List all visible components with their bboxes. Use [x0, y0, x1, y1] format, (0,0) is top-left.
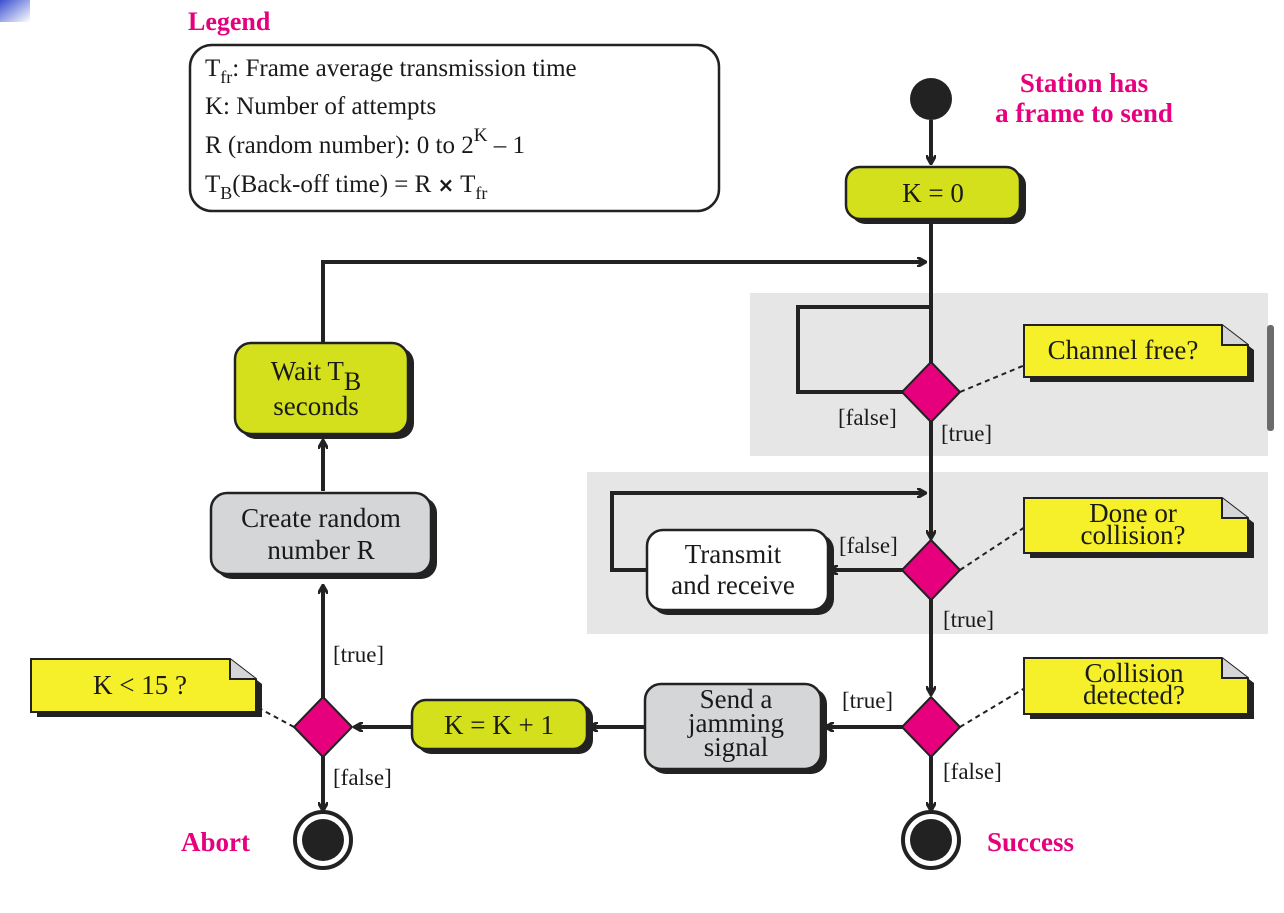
- guard-k-false: [false]: [333, 765, 392, 790]
- note-k-limit: K < 15 ?: [30, 658, 262, 717]
- k-zero-node: [844, 165, 1022, 221]
- wait-node: [233, 341, 410, 436]
- corner-decoration: [0, 0, 30, 22]
- success-label: Success: [987, 827, 1074, 857]
- transmit-label-line1: Transmit: [685, 539, 782, 569]
- guard-done-false: [false]: [839, 533, 898, 558]
- start-label-line1: Station has: [1020, 68, 1148, 98]
- k-zero-label: K = 0: [902, 178, 964, 208]
- guard-k-true: [true]: [333, 642, 384, 667]
- k-inc-node: [410, 698, 589, 751]
- jamming-node: [643, 682, 823, 771]
- random-label-line1: Create random: [241, 503, 401, 533]
- wait-label-line2: seconds: [273, 391, 358, 421]
- guard-collision-false: [false]: [943, 759, 1002, 784]
- collision-detected-decision: [900, 695, 962, 759]
- random-label-line2: number R: [267, 535, 374, 565]
- jamming-label-line2: jamming: [687, 708, 784, 738]
- scrollbar-thumb[interactable]: [1267, 325, 1274, 431]
- abort-end-node: [293, 810, 353, 870]
- done-collision-decision: [900, 538, 962, 602]
- legend-line-tfr: Tfr: Frame average transmission time: [205, 55, 577, 87]
- k-inc-label: K = K + 1: [444, 710, 554, 740]
- legend-box: [188, 43, 721, 213]
- jamming-label-line1: Send a: [700, 684, 773, 714]
- start-node: [910, 78, 952, 120]
- note-channel-free: Channel free?: [1023, 324, 1254, 382]
- success-end-node: [901, 810, 961, 870]
- note-collision-detected: Collision detected?: [1023, 657, 1254, 719]
- channel-free-decision: [900, 360, 962, 424]
- note-done-collision: Done or collision?: [1023, 497, 1254, 558]
- legend-line-k: K: Number of attempts: [205, 93, 436, 120]
- transmit-label-line2: and receive: [671, 570, 795, 600]
- svg-text:collision?: collision?: [1081, 520, 1186, 550]
- abort-label: Abort: [181, 827, 250, 857]
- random-node: [209, 491, 433, 576]
- guard-done-true: [true]: [943, 607, 994, 632]
- svg-text:Channel free?: Channel free?: [1048, 335, 1199, 365]
- wait-label-line1: Wait TB: [271, 356, 361, 396]
- jamming-label-line3: signal: [704, 732, 769, 762]
- svg-text:Done or: Done or: [1089, 498, 1177, 528]
- legend-line-r: R (random number): 0 to 2K – 1: [205, 125, 525, 159]
- legend-title: Legend: [188, 7, 271, 36]
- guard-channel-false: [false]: [838, 405, 897, 430]
- transmit-node: [645, 528, 830, 612]
- guard-collision-true: [true]: [842, 688, 893, 713]
- svg-text:Collision: Collision: [1084, 658, 1184, 688]
- svg-text:K < 15 ?: K < 15 ?: [93, 670, 187, 700]
- legend-line-tb: TB(Back-off time) = R × Tfr: [205, 171, 487, 203]
- svg-text:detected?: detected?: [1083, 680, 1185, 710]
- start-label-line2: a frame to send: [995, 98, 1173, 128]
- guard-channel-true: [true]: [941, 421, 992, 446]
- k-limit-decision: [292, 695, 354, 759]
